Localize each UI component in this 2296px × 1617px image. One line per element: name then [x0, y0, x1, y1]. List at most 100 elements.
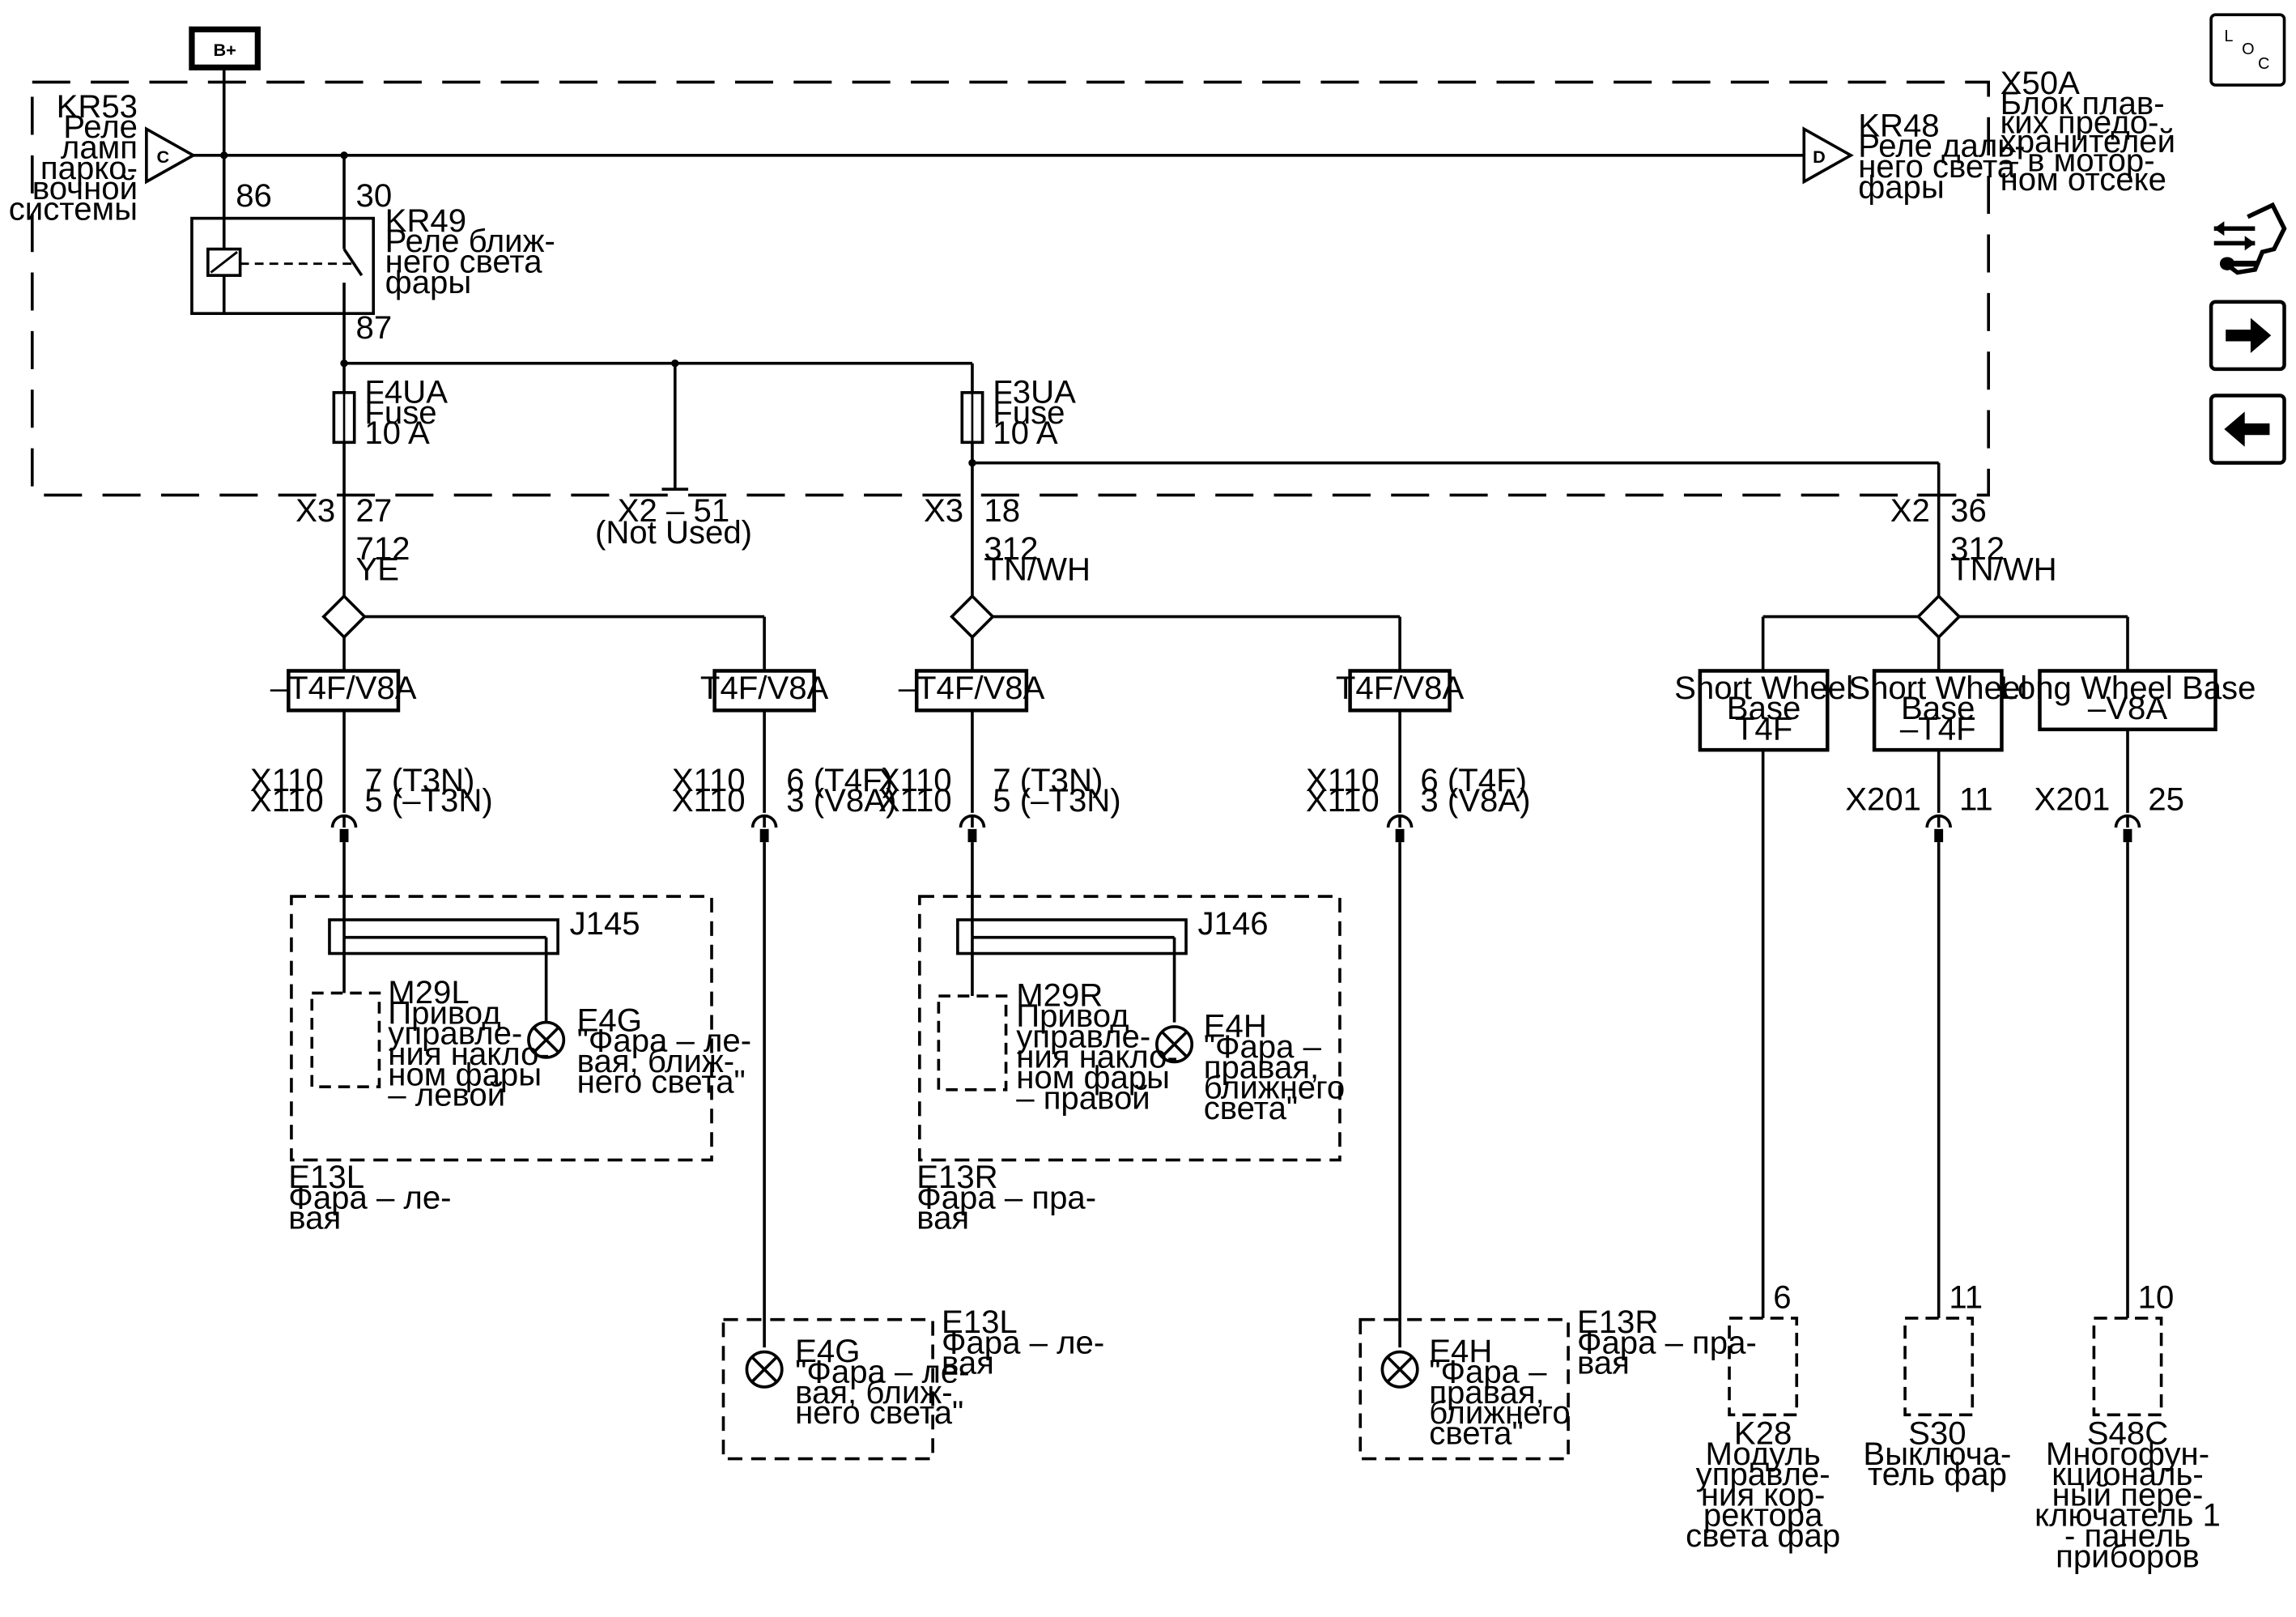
svg-text:Long Wheel Base: Long Wheel Base: [2000, 670, 2256, 706]
svg-text:E13L: E13L: [942, 1304, 1018, 1340]
svg-text:вочной: вочной: [32, 170, 138, 206]
connector-x110-left-label: X110 X110 7 (T3N) 5 (–T3N): [250, 762, 493, 819]
svg-text:Short Wheel: Short Wheel: [1674, 670, 1853, 706]
relay-kr49-pin30: 30: [356, 177, 393, 214]
fuse-f4ua-label: F4UA Fuse 10 A: [364, 373, 448, 451]
svg-text:ный пере-: ный пере-: [2052, 1476, 2204, 1513]
right-headlamp-caption: E13R Фара – пра- вая: [916, 1159, 1096, 1236]
svg-text:D: D: [1813, 147, 1826, 167]
motor-m29r-label: M29R Привод управле- ния накло- ном фары…: [1016, 977, 1178, 1117]
svg-text:X110: X110: [878, 782, 952, 819]
fuse-block-outline: [30, 80, 1990, 497]
motor-m29r-icon: [937, 994, 1008, 1091]
svg-text:ния накло-: ния накло-: [1016, 1039, 1178, 1075]
svg-text:E4G: E4G: [577, 1002, 642, 1038]
connector-x110-left-b-label: X110 X110 6 (T4F) 3 (V8A): [672, 762, 897, 819]
svg-text:KR48: KR48: [1858, 107, 1939, 143]
svg-text:ближнего: ближнего: [1204, 1070, 1345, 1106]
svg-text:K28: K28: [1734, 1415, 1792, 1451]
lamp-e4h-alt-icon: [1380, 1350, 1419, 1389]
connector-x110-right-b-label: X110 X110 6 (T4F) 3 (V8A): [1306, 762, 1531, 819]
relay-kr53-connector-icon: C: [145, 126, 197, 185]
svg-text:ния накло-: ния накло-: [388, 1036, 550, 1072]
svg-text:Модуль: Модуль: [1706, 1436, 1821, 1472]
svg-text:O: O: [2242, 40, 2254, 58]
svg-text:– в мотор-: – в мотор-: [2000, 143, 2155, 179]
svg-text:X110: X110: [1306, 762, 1380, 798]
option-t4f-v8a-right: T4F/V8A: [1336, 669, 1465, 713]
left-headlamp-assembly: [290, 895, 713, 1162]
svg-text:X110: X110: [1306, 782, 1380, 819]
next-page-arrow-button[interactable]: [2209, 300, 2286, 372]
arrow-left-icon: [2224, 411, 2270, 447]
option-long-wheel-base-not-v8a: Long Wheel Base –V8A: [2000, 669, 2256, 732]
relay-kr48-label: KR48 Реле даль- него света фары: [1858, 107, 2025, 205]
svg-text:6 (T4F): 6 (T4F): [786, 762, 893, 798]
circuit-312-b: 312: [1950, 530, 2005, 567]
svg-text:ректора: ректора: [1703, 1497, 1823, 1534]
svg-text:света": света": [1429, 1415, 1523, 1451]
svg-text:X201: X201: [2035, 781, 2111, 817]
svg-text:Base: Base: [1727, 690, 1801, 726]
svg-text:11: 11: [1959, 781, 1993, 817]
relay-kr49-label: KR49 Реле ближ- него света фары: [385, 202, 555, 300]
svg-text:ключатель 1: ключатель 1: [2035, 1497, 2221, 1534]
switch-s30: 11 S30 Выключа- тель фар: [1863, 1279, 2011, 1492]
svg-text:E4G: E4G: [795, 1333, 860, 1369]
branch-diamond-middle: [950, 594, 995, 640]
svg-text:света фар: света фар: [1686, 1517, 1840, 1554]
circuit-712: 712: [356, 530, 410, 567]
svg-text:"Фара –: "Фара –: [1204, 1028, 1322, 1065]
svg-text:Привод: Привод: [1016, 998, 1129, 1034]
svg-text:него света": него света": [577, 1063, 746, 1100]
svg-text:фары: фары: [1858, 168, 1945, 205]
relay-kr53-label: KR53 Реле ламп парко- вочной системы: [9, 88, 138, 228]
svg-text:кциональ-: кциональ-: [2052, 1456, 2204, 1492]
svg-text:11: 11: [1949, 1279, 1983, 1315]
circuit-312-b-color: TN/WH: [1950, 551, 2057, 587]
svg-text:Реле: Реле: [63, 109, 138, 145]
branch-diamond-right: [1915, 594, 1962, 640]
lamp-e4g-icon: [527, 1020, 566, 1059]
connector-service-icon[interactable]: [2213, 202, 2287, 275]
connector-x110-right-icon: [959, 814, 986, 843]
option-not-t4f-v8a-right: –T4F/V8A: [899, 669, 1045, 713]
x3-18-pin: 18: [984, 492, 1020, 529]
svg-text:света": света": [1204, 1090, 1298, 1126]
svg-text:E4H: E4H: [1204, 1008, 1267, 1045]
circuit-312-a: 312: [984, 530, 1038, 567]
relay-kr48-connector-icon: D: [1802, 126, 1854, 185]
component-locator-button[interactable]: L O C: [2209, 13, 2286, 87]
svg-text:–T4F: –T4F: [1900, 710, 1976, 747]
svg-text:управле-: управле-: [388, 1015, 522, 1052]
svg-text:–T4F/V8A: –T4F/V8A: [899, 670, 1045, 706]
svg-text:вая: вая: [942, 1345, 994, 1381]
connector-x201-25-icon: [2114, 814, 2141, 843]
svg-text:KR53: KR53: [57, 88, 138, 125]
option-short-wheel-base-not-t4f: Short Wheel Base –T4F: [1848, 669, 2027, 752]
svg-text:Фара – пра-: Фара – пра-: [916, 1179, 1096, 1215]
svg-text:него света: него света: [385, 244, 543, 280]
fuse-block-name: Блок плав- ких предо- хранителей – в мот…: [2000, 85, 2175, 198]
svg-text:X110: X110: [672, 782, 746, 819]
svg-text:Многофун-: Многофун-: [2046, 1436, 2209, 1472]
splice-j145: J145: [570, 905, 640, 942]
svg-text:"Фара – ле-: "Фара – ле-: [795, 1354, 969, 1390]
motor-m29l-icon: [310, 991, 381, 1088]
svg-text:вая, ближ-: вая, ближ-: [577, 1043, 734, 1079]
svg-text:управле-: управле-: [1696, 1456, 1830, 1492]
relay-kr49: [190, 155, 376, 364]
module-k28: 6 K28 Модуль управле- ния кор- ректора с…: [1686, 1279, 1840, 1554]
svg-text:ном фары: ном фары: [388, 1056, 542, 1092]
previous-page-arrow-button[interactable]: [2209, 394, 2286, 465]
relay-kr49-pin86: 86: [236, 177, 272, 214]
svg-text:25: 25: [2148, 781, 2184, 817]
svg-text:L: L: [2224, 28, 2233, 45]
svg-text:Реле ближ-: Реле ближ-: [385, 223, 555, 259]
right-lamp-alt-caption: E13R Фара – пра- вая: [1577, 1304, 1757, 1381]
svg-text:X110: X110: [250, 762, 324, 798]
svg-text:фары: фары: [385, 264, 472, 300]
svg-text:вая: вая: [288, 1200, 341, 1236]
option-t4f-v8a-left: T4F/V8A: [700, 669, 829, 713]
x3-27-pin: 27: [356, 492, 393, 529]
